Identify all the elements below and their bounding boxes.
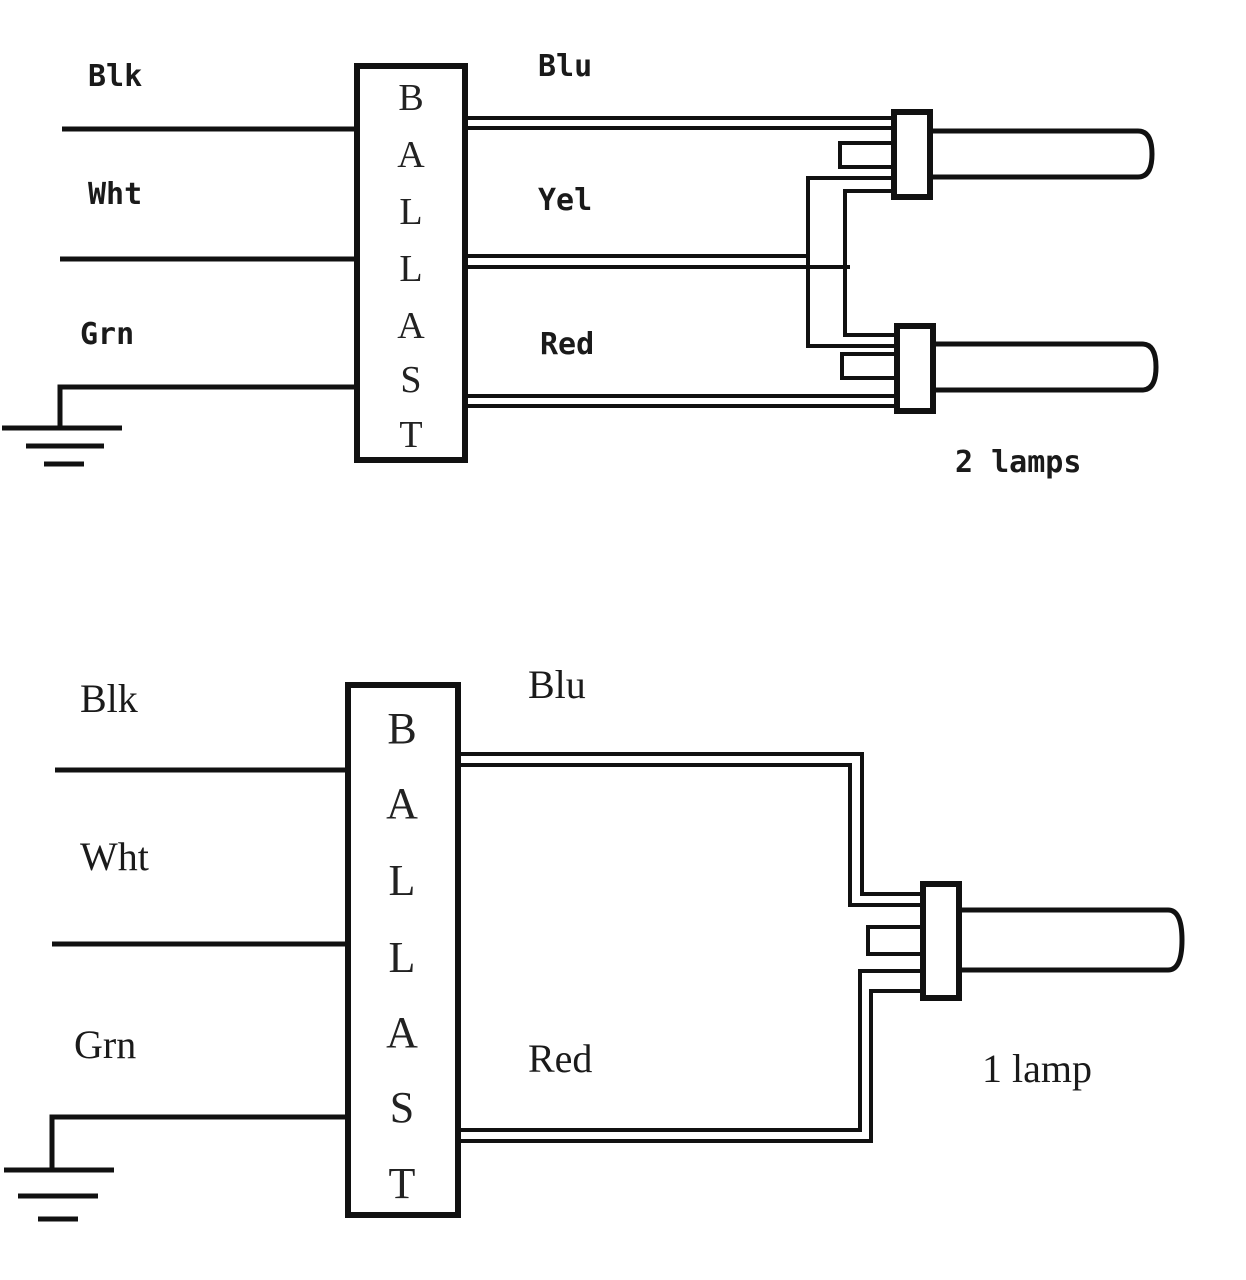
label-wht: Wht xyxy=(80,834,149,879)
wire-blue xyxy=(460,752,924,907)
lamp-base xyxy=(891,109,933,200)
svg-text:B: B xyxy=(387,704,416,753)
lamp-base xyxy=(894,323,936,414)
ballast-label: B A L L A S T xyxy=(386,704,418,1208)
svg-text:B: B xyxy=(398,77,423,119)
lamp-tube xyxy=(959,907,1185,973)
two-lamp-diagram: Blk Wht Grn B A L L A S T Blu Yel Red xyxy=(2,49,1159,480)
caption-1-lamp: 1 lamp xyxy=(982,1046,1092,1091)
label-grn: Grn xyxy=(74,1022,136,1067)
svg-text:L: L xyxy=(399,248,422,290)
ballast-box xyxy=(345,682,461,1218)
ballast-label: B A L L A S T xyxy=(397,77,425,456)
wire-green xyxy=(57,384,358,428)
label-red: Red xyxy=(540,327,594,362)
lamp-tube xyxy=(930,128,1155,180)
svg-text:L: L xyxy=(389,856,416,905)
wire-red xyxy=(460,969,924,1143)
lamp-bottom xyxy=(840,323,1159,414)
one-lamp-diagram: Blk Wht Grn B A L L A S T Blu Red xyxy=(4,662,1185,1222)
lamp-top xyxy=(838,109,1155,200)
svg-text:S: S xyxy=(390,1083,414,1132)
label-grn: Grn xyxy=(80,317,134,352)
svg-text:A: A xyxy=(397,134,425,176)
wire-green xyxy=(49,1114,348,1170)
lamp-tube xyxy=(933,341,1159,393)
svg-text:T: T xyxy=(399,414,422,456)
ground-icon xyxy=(4,1167,114,1222)
label-red: Red xyxy=(528,1036,592,1081)
label-wht: Wht xyxy=(88,177,142,212)
label-blu: Blu xyxy=(538,49,592,84)
svg-text:S: S xyxy=(400,359,421,401)
wire-red xyxy=(468,394,898,408)
caption-2-lamps: 2 lamps xyxy=(955,445,1081,480)
svg-text:L: L xyxy=(389,933,416,982)
svg-text:A: A xyxy=(386,779,418,828)
label-blu: Blu xyxy=(528,662,586,707)
label-blk: Blk xyxy=(88,59,142,94)
ground-icon xyxy=(2,425,122,467)
lamp-single xyxy=(866,881,1185,1001)
svg-text:L: L xyxy=(399,191,422,233)
svg-text:T: T xyxy=(389,1159,416,1208)
label-yel: Yel xyxy=(538,183,592,218)
lamp-base xyxy=(920,881,962,1001)
label-blk: Blk xyxy=(80,676,138,721)
wire-yellow xyxy=(468,176,896,348)
svg-text:A: A xyxy=(397,305,425,347)
wire-blue xyxy=(468,116,896,130)
ballast-box xyxy=(354,63,468,463)
svg-text:A: A xyxy=(386,1008,418,1057)
